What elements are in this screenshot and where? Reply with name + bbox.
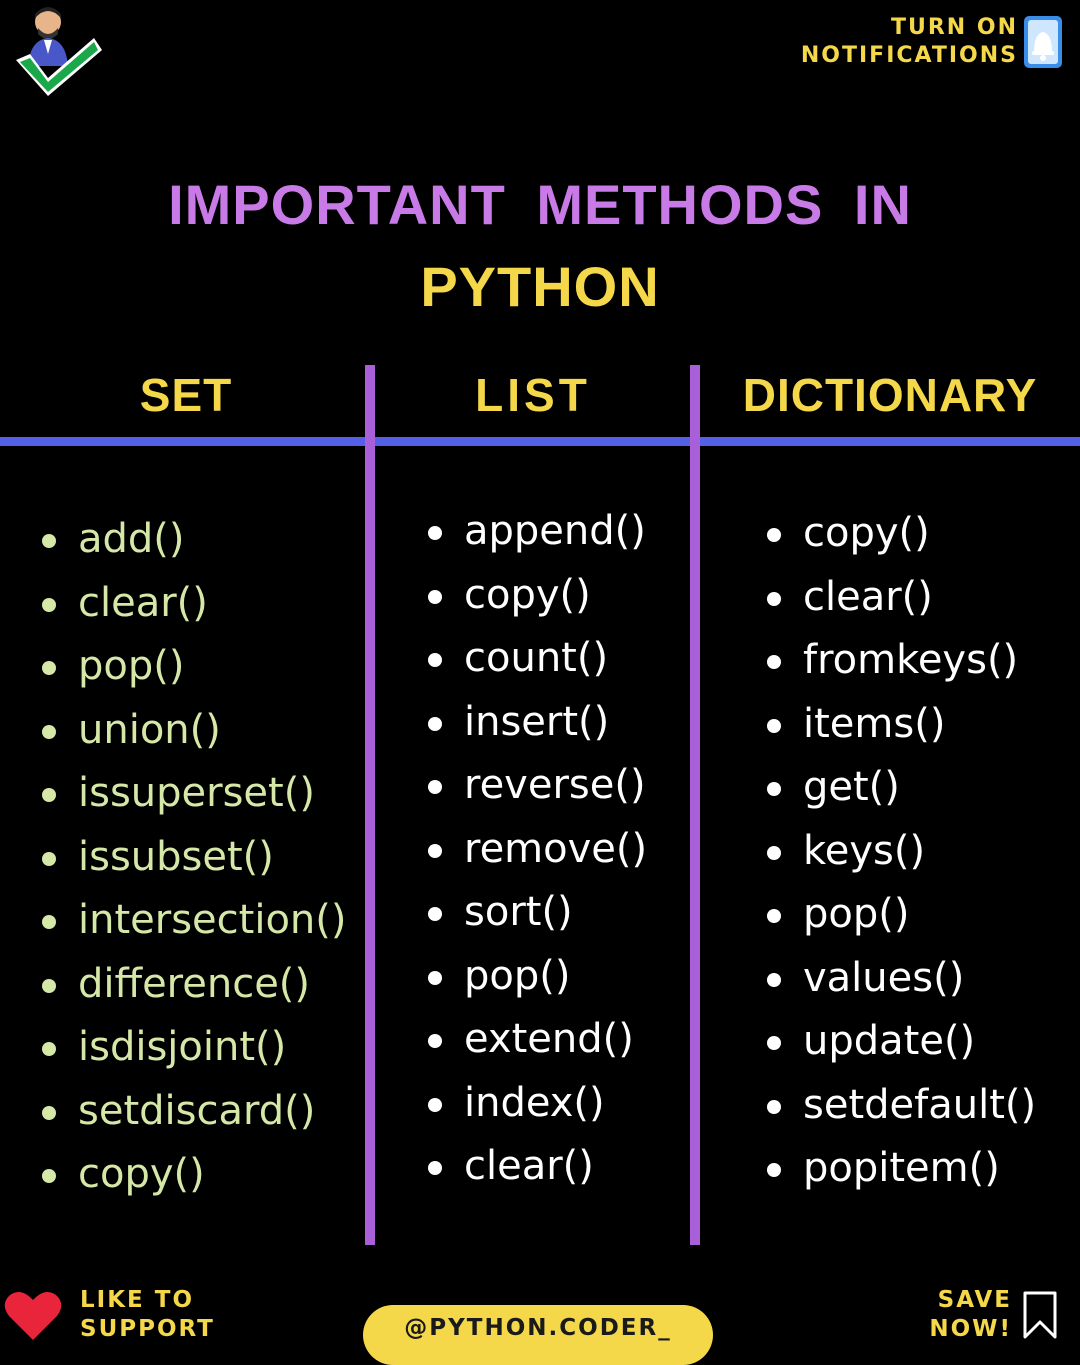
save-line-1: SAVE xyxy=(937,1287,1012,1313)
method-item: union() xyxy=(38,699,346,763)
method-item: keys() xyxy=(763,820,1036,884)
method-item: copy() xyxy=(424,564,647,628)
bell-icon xyxy=(1024,16,1062,68)
heart-icon xyxy=(4,1291,62,1340)
method-item: issubset() xyxy=(38,826,346,890)
method-item: extend() xyxy=(424,1008,647,1072)
method-item: clear() xyxy=(424,1135,647,1199)
method-item: clear() xyxy=(38,572,346,636)
method-item: append() xyxy=(424,500,647,564)
method-item: intersection() xyxy=(38,889,346,953)
save-line-2: NOW! xyxy=(929,1316,1012,1342)
method-item: pop() xyxy=(38,635,346,699)
method-item: copy() xyxy=(38,1143,346,1207)
avatar-check-icon xyxy=(16,7,102,96)
method-item: setdefault() xyxy=(763,1074,1036,1138)
column-divider-2 xyxy=(690,365,700,1245)
method-item: popitem() xyxy=(763,1137,1036,1201)
method-item: reverse() xyxy=(424,754,647,818)
method-item: add() xyxy=(38,508,346,572)
method-item: update() xyxy=(763,1010,1036,1074)
notification-line-1: TURN ON xyxy=(891,15,1018,40)
dictionary-methods-list: copy()clear()fromkeys()items()get()keys(… xyxy=(763,502,1036,1201)
method-item: isdisjoint() xyxy=(38,1016,346,1080)
method-item: copy() xyxy=(763,502,1036,566)
method-item: get() xyxy=(763,756,1036,820)
method-item: sort() xyxy=(424,881,647,945)
method-item: setdiscard() xyxy=(38,1080,346,1144)
like-line-2: SUPPORT xyxy=(80,1316,215,1342)
bookmark-icon xyxy=(1023,1291,1057,1339)
method-item: clear() xyxy=(763,566,1036,630)
column-heading-set: SET xyxy=(139,369,233,421)
method-item: insert() xyxy=(424,691,647,755)
method-item: issuperset() xyxy=(38,762,346,826)
column-heading-dictionary: DICTIONARY xyxy=(742,369,1038,421)
method-item: values() xyxy=(763,947,1036,1011)
method-item: pop() xyxy=(763,883,1036,947)
method-item: difference() xyxy=(38,953,346,1017)
method-item: count() xyxy=(424,627,647,691)
method-item: index() xyxy=(424,1072,647,1136)
column-divider-1 xyxy=(365,365,375,1245)
page-title-line-2: PYTHON xyxy=(420,255,660,318)
header-divider xyxy=(0,437,1080,446)
method-item: fromkeys() xyxy=(763,629,1036,693)
turn-on-notifications-label: TURN ON NOTIFICATIONS xyxy=(801,14,1018,70)
set-methods-list: add()clear()pop()union()issuperset()issu… xyxy=(38,508,346,1207)
save-now-label: SAVE NOW! xyxy=(929,1286,1012,1344)
list-methods-list: append()copy()count()insert()reverse()re… xyxy=(424,500,647,1199)
page-title-line-1: IMPORTANT METHODS IN xyxy=(168,173,912,236)
column-heading-list: LIST xyxy=(475,369,591,421)
method-item: remove() xyxy=(424,818,647,882)
notification-line-2: NOTIFICATIONS xyxy=(800,43,1018,68)
like-line-1: LIKE TO xyxy=(80,1287,194,1313)
account-handle-badge[interactable]: @PYTHON.CODER_ xyxy=(363,1305,713,1365)
method-item: pop() xyxy=(424,945,647,1009)
like-to-support-label: LIKE TO SUPPORT xyxy=(80,1286,215,1344)
method-item: items() xyxy=(763,693,1036,757)
